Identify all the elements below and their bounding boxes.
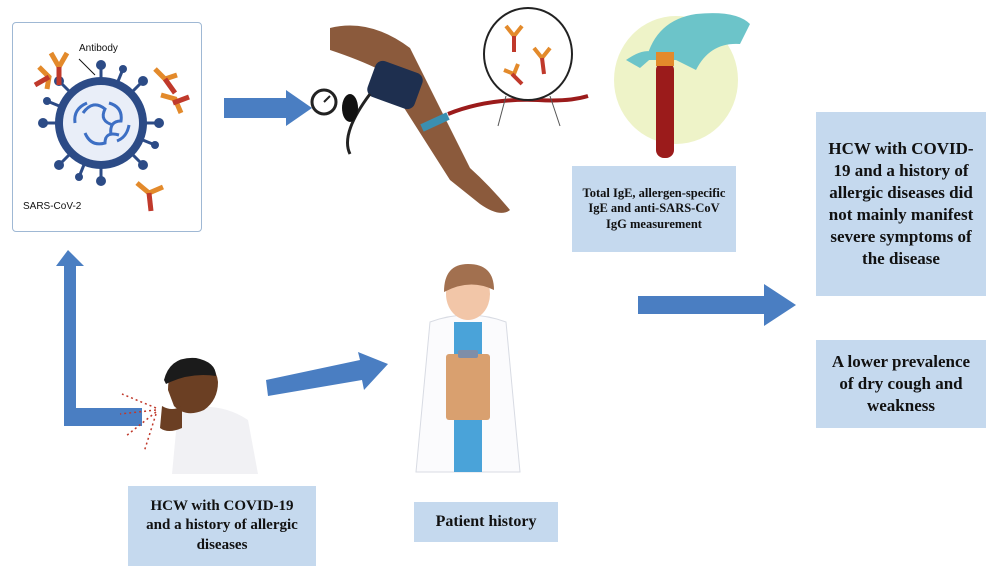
outcome-severity-box: HCW with COVID-19 and a history of aller… <box>816 112 986 296</box>
outcome-prevalence-box: A lower prevalence of dry cough and weak… <box>816 340 986 428</box>
antibody-label: Antibody <box>79 43 118 54</box>
virus-illustration <box>33 51 190 212</box>
doctor-illustration <box>415 264 521 473</box>
arrow-patient-to-doctor <box>266 352 388 396</box>
antibody-icon <box>33 51 190 212</box>
virus-label: SARS-CoV-2 <box>23 201 82 212</box>
arrow-virus-to-arm <box>224 90 312 126</box>
hcw-group-box: HCW with COVID-19 and a history of aller… <box>128 486 316 566</box>
blood-tube <box>656 62 674 158</box>
measurement-box: Total IgE, allergen-specific IgE and ant… <box>572 166 736 252</box>
virus-panel: Antibody SARS-CoV-2 <box>12 22 202 232</box>
arrow-to-outcomes <box>638 284 796 326</box>
blood-tube-illustration <box>614 13 750 158</box>
coughing-patient-illustration <box>119 357 258 474</box>
arrow-up-to-virus <box>56 250 142 426</box>
magnifier-antibodies <box>483 7 573 127</box>
arm-blood-draw-illustration <box>310 25 589 213</box>
patient-history-box: Patient history <box>414 502 558 542</box>
